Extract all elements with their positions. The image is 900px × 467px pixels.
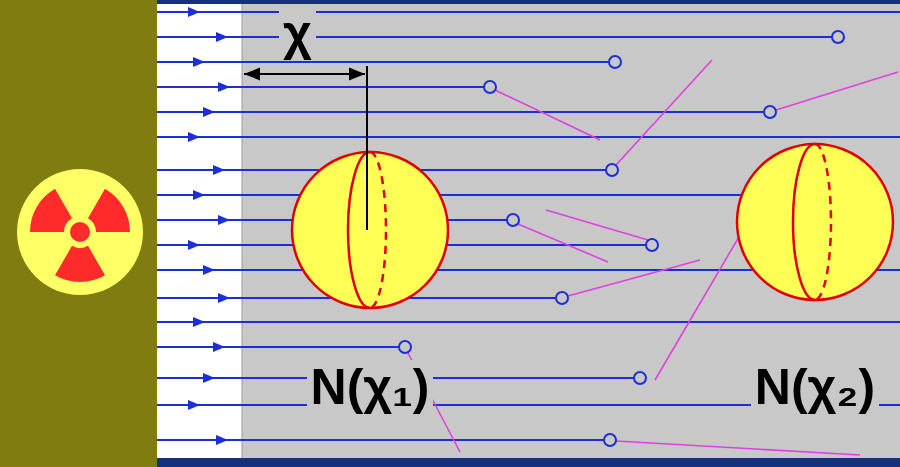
sphere-region: N(χ₂): [734, 142, 896, 419]
interaction-point: [399, 341, 411, 353]
track: [242, 86, 484, 88]
ray: [157, 36, 242, 38]
ray: [157, 111, 242, 113]
count-label-box: N(χ₁): [289, 360, 451, 415]
track: [242, 136, 900, 138]
ray: [157, 169, 242, 171]
arrowhead: [213, 165, 225, 175]
ray-heads: [188, 7, 230, 445]
count-label-box: N(χ₂): [734, 360, 896, 415]
track: [242, 346, 399, 348]
trefoil-blade: [30, 189, 72, 232]
secondary-track: [776, 72, 898, 110]
interaction-point: [484, 81, 496, 93]
arrowhead: [193, 190, 205, 200]
interaction-point: [609, 56, 621, 68]
secondary-track: [568, 260, 700, 296]
track: [242, 169, 606, 171]
sphere-meridian-hidden: [815, 144, 831, 300]
dimension-stem: [366, 66, 368, 160]
incoming-rays: [157, 12, 242, 440]
gap-strip: [157, 4, 242, 458]
interaction-point: [556, 292, 568, 304]
sphere-outline: [734, 142, 896, 302]
arrowhead: [203, 107, 215, 117]
interaction-point: [606, 164, 618, 176]
interaction-point: [832, 31, 844, 43]
dimension-arrow: [244, 73, 365, 75]
depth-dimension: [244, 66, 367, 160]
interaction-point: [507, 214, 519, 226]
track: [242, 439, 604, 441]
track: [242, 321, 900, 323]
trefoil-blade: [55, 246, 105, 282]
track: [242, 377, 634, 379]
depth-label-box: χ: [279, 6, 316, 61]
medium: [242, 4, 900, 458]
arrowhead: [188, 132, 200, 142]
count-label: N(χ₂): [751, 360, 879, 415]
secondary-tracks: [408, 60, 898, 455]
trefoil-center: [70, 222, 90, 242]
ray: [157, 439, 242, 441]
interaction-point: [634, 372, 646, 384]
arrowhead: [188, 7, 200, 17]
medium-edge: [242, 4, 243, 458]
secondary-track: [616, 60, 712, 165]
sphere-region: N(χ₁): [289, 150, 451, 419]
arrowhead: [193, 57, 205, 67]
track: [242, 111, 764, 113]
sphere-outline: [289, 150, 451, 310]
arrowhead: [218, 215, 230, 225]
secondary-track: [518, 224, 608, 262]
arrowhead: [216, 32, 228, 42]
ray: [157, 346, 242, 348]
track: [242, 36, 832, 38]
ray: [157, 269, 242, 271]
sphere-meridian: [793, 144, 815, 300]
sphere-meridian-hidden: [370, 152, 386, 308]
secondary-track: [616, 441, 860, 455]
secondary-track: [495, 90, 600, 140]
interaction-point: [646, 239, 658, 251]
arrowhead: [218, 293, 230, 303]
arrowhead: [203, 265, 215, 275]
depth-symbol: χ: [279, 6, 316, 61]
arrowhead: [213, 342, 225, 352]
arrowhead: [203, 373, 215, 383]
sphere-body: [292, 152, 448, 308]
track: [242, 11, 900, 13]
dimension-stem: [366, 150, 368, 230]
particle-tracks: [242, 12, 900, 440]
count-label: N(χ₁): [307, 360, 434, 415]
arrowhead: [216, 435, 228, 445]
radiation-symbol: [17, 169, 143, 295]
symbol-disc: [17, 169, 143, 295]
arrowhead: [218, 82, 230, 92]
interaction-point: [764, 106, 776, 118]
interaction-point: [604, 434, 616, 446]
secondary-track: [546, 210, 648, 240]
arrowhead: [188, 400, 200, 410]
source-panel: [0, 0, 157, 467]
sphere-body: [737, 144, 893, 300]
ray: [157, 377, 242, 379]
trefoil-blade: [88, 189, 130, 232]
track: [242, 61, 609, 63]
arrowhead: [188, 240, 200, 250]
arrowhead: [193, 317, 205, 327]
